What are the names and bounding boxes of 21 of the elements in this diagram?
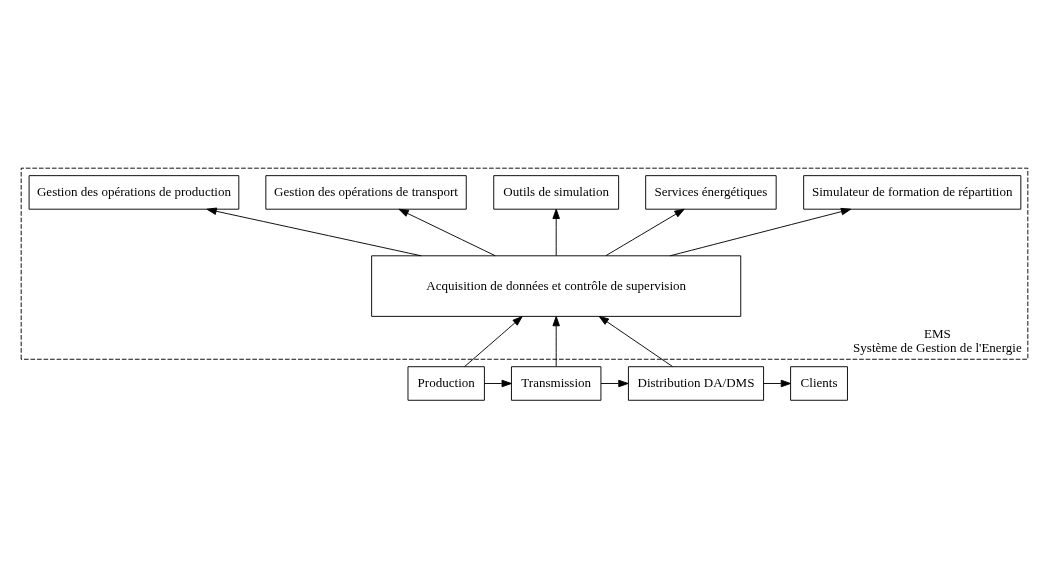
arrow [600,379,629,388]
node-box: Transmission [511,366,602,401]
arrow [464,316,523,368]
arrow [669,207,852,257]
arrow [552,316,560,367]
node-box: Outils de simulation [493,175,620,210]
node-box: Gestion des opérations de transport [265,175,467,210]
node-box: Production [407,366,485,401]
node-box: Distribution DA/DMS [627,366,765,401]
node-box: Acquisition de données et contrôle de supervision [371,255,742,317]
arrow [598,315,674,368]
arrow [398,208,496,257]
arrow [552,208,560,257]
arrow [206,207,422,257]
node-box: Services énergétiques [645,175,777,210]
node-box: Clients [790,366,848,401]
arrow [605,208,685,257]
arrow [483,379,512,388]
node-box: Gestion des opérations de production [28,175,240,210]
node-box: Simulateur de formation de répartition [803,175,1022,210]
arrow [763,379,791,388]
